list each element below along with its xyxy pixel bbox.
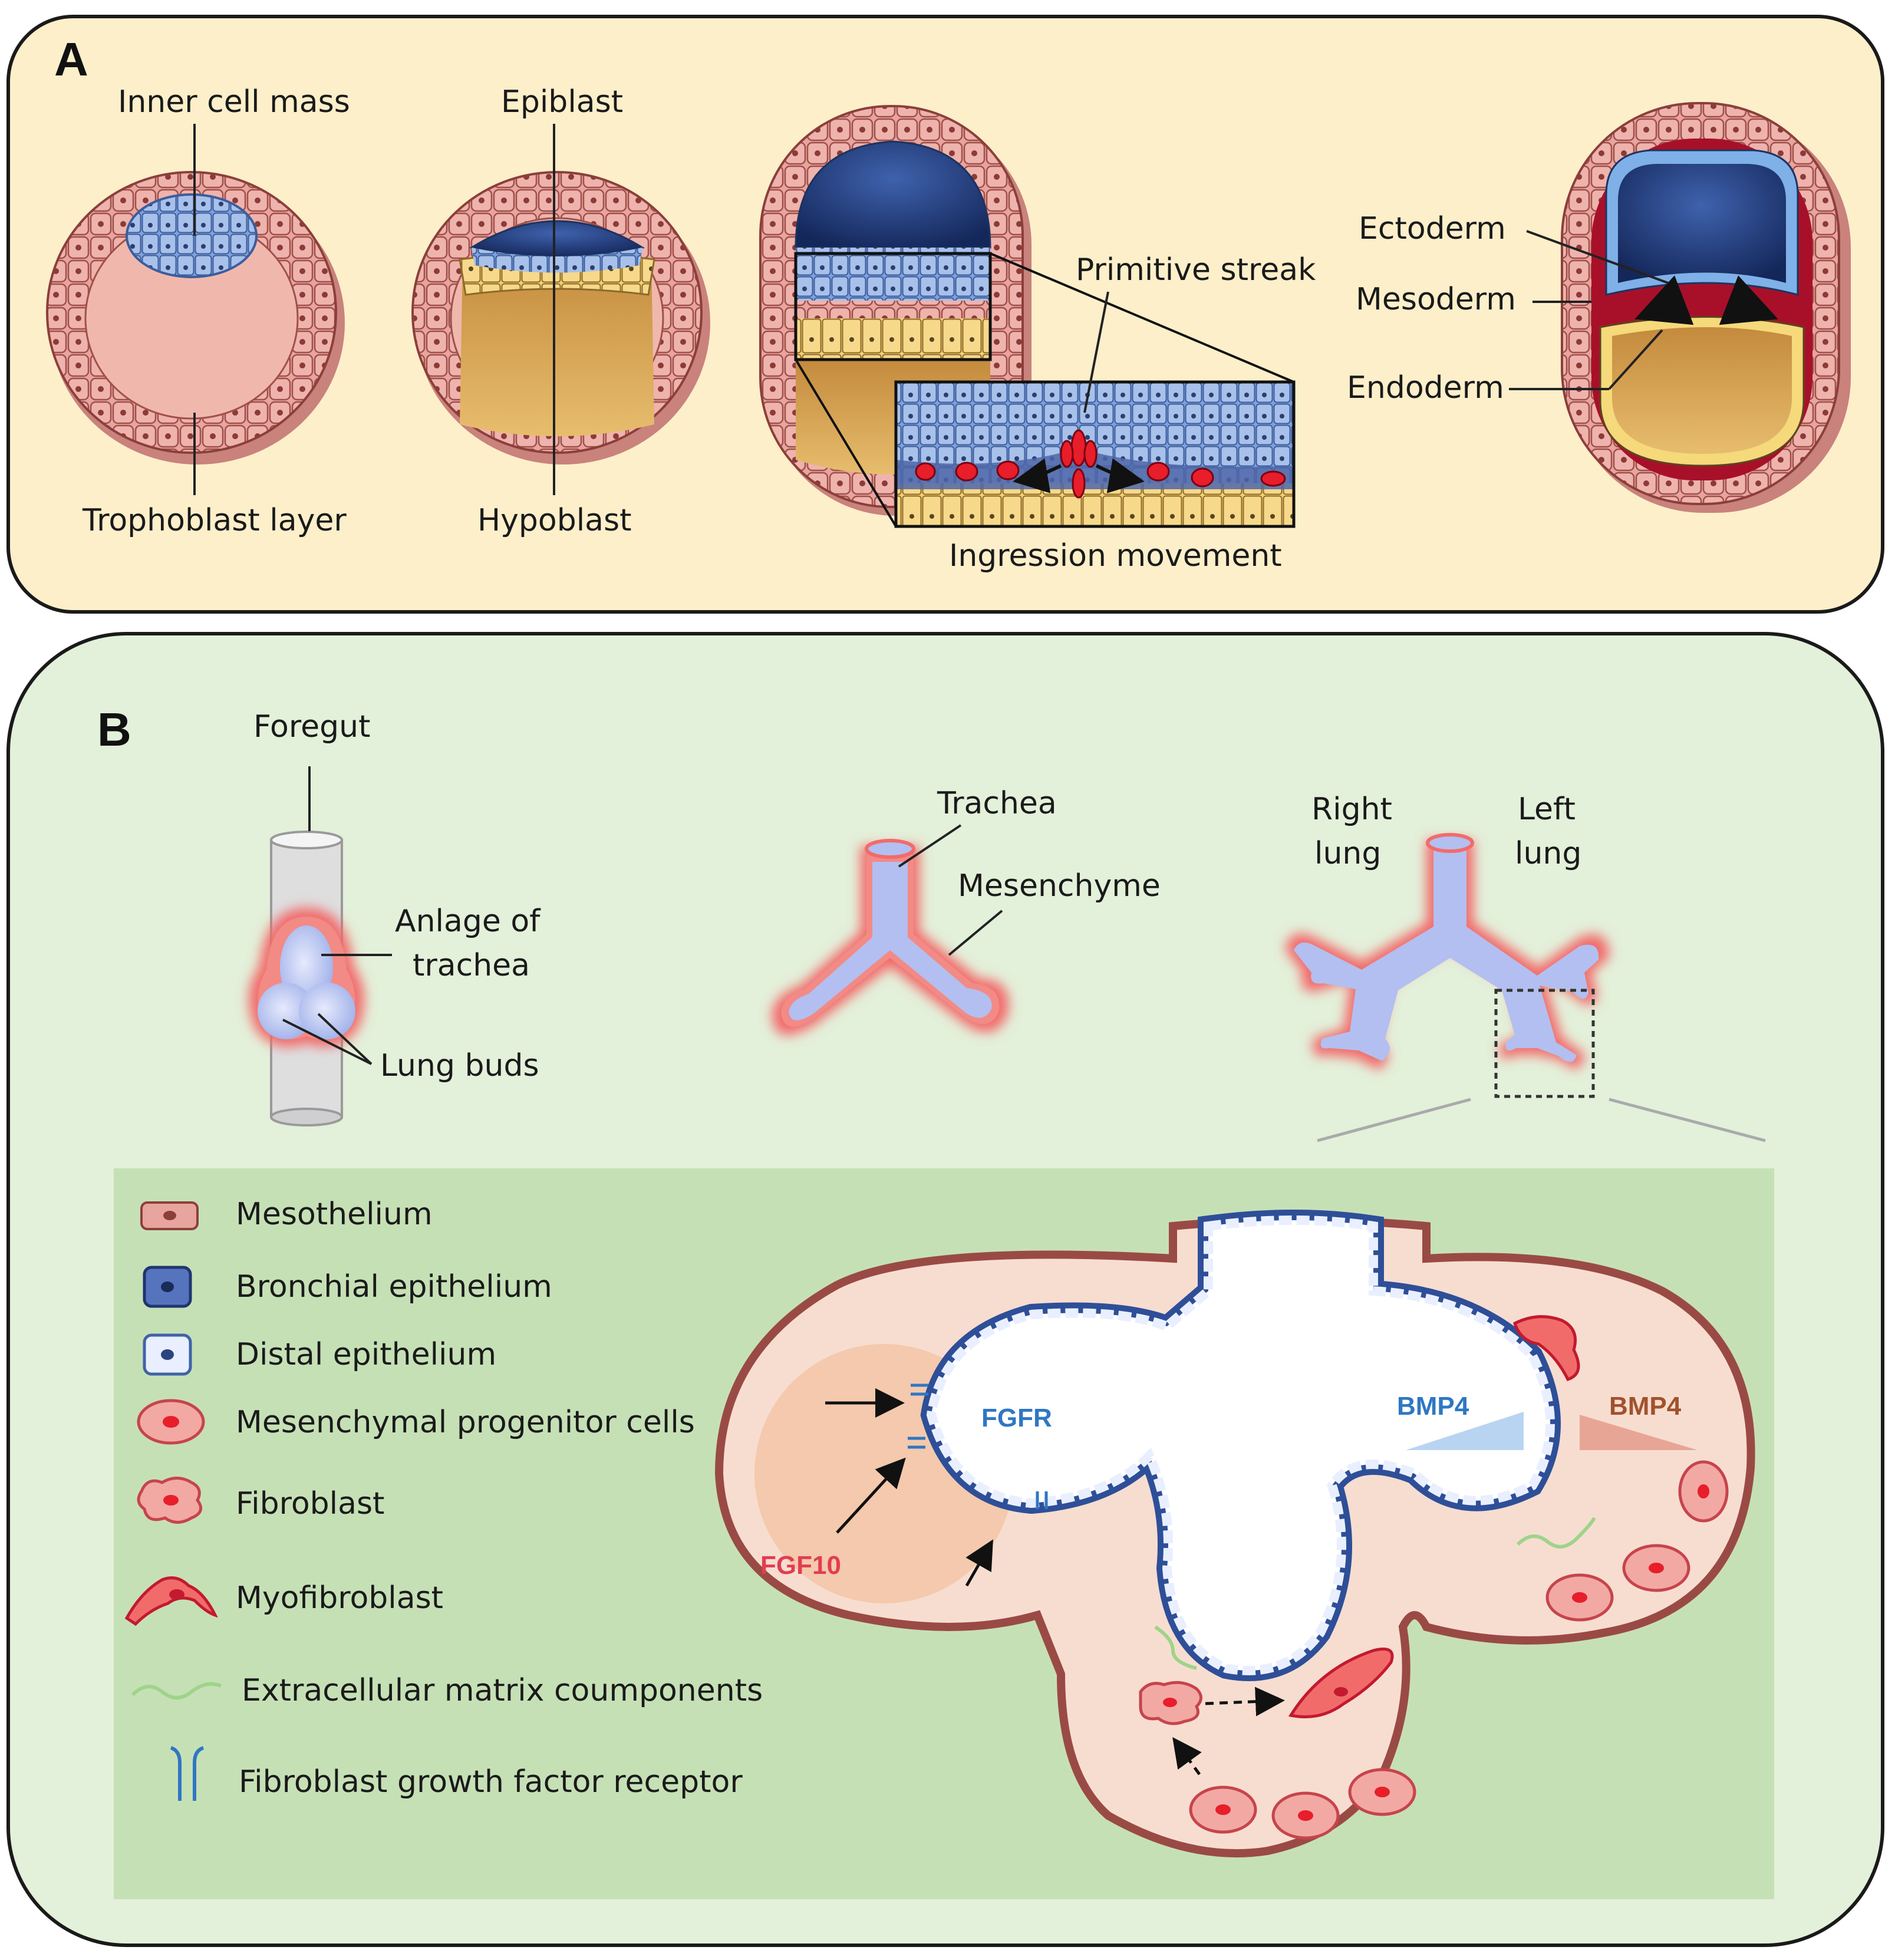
label-primitive-streak: Primitive streak <box>1076 252 1316 288</box>
label-endoderm: Endoderm <box>1347 370 1504 406</box>
gastrula-embryo <box>759 105 1031 516</box>
svg-text:Fibroblast: Fibroblast <box>236 1486 384 1521</box>
legend-item-myofibroblast: Myofibroblast <box>124 1576 443 1626</box>
label-epiblast: Epiblast <box>501 84 623 120</box>
bmp4-epithelial-gradient <box>1406 1412 1524 1450</box>
signal-fgf10: FGF10 <box>760 1551 841 1580</box>
signal-bmp4-epithelial: BMP4 <box>1397 1392 1469 1421</box>
svg-text:Distal epithelium: Distal epithelium <box>236 1337 496 1372</box>
label-inner-cell-mass: Inner cell mass <box>118 84 350 120</box>
legend-item-ecm: Extracellular matrix coumponents <box>131 1673 763 1708</box>
panel-b-letter: B <box>97 703 131 756</box>
label-foregut: Foregut <box>253 709 370 745</box>
label-lung-buds: Lung buds <box>380 1048 539 1083</box>
myofibroblast-cell <box>1288 1648 1394 1718</box>
blastocyst-bilaminar <box>411 171 710 465</box>
epiblast <box>469 220 645 258</box>
bmp4-mesenchymal-gradient <box>1580 1415 1698 1450</box>
label-mesenchyme: Mesenchyme <box>958 868 1161 904</box>
svg-text:Extracellular matrix coumponen: Extracellular matrix coumponents <box>242 1673 763 1708</box>
mesenchymal-cells <box>1189 1460 1729 1840</box>
label-right-lung-line1: Right <box>1311 792 1392 827</box>
label-mesoderm: Mesoderm <box>1356 282 1516 317</box>
primitive-streak-inset <box>894 380 1296 528</box>
label-left-lung-line1: Left <box>1518 792 1576 827</box>
label-anlage-line1: Anlage of <box>395 904 541 939</box>
branched-lung <box>1285 833 1609 1070</box>
svg-text:Mesothelium: Mesothelium <box>236 1197 433 1232</box>
legend: Mesothelium Bronchial epithelium Distal … <box>124 1197 763 1801</box>
label-left-lung-line2: lung <box>1515 836 1581 871</box>
signal-bmp4-mesenchymal: BMP4 <box>1609 1392 1682 1421</box>
legend-item-distal-epithelium: Distal epithelium <box>143 1333 496 1376</box>
legend-item-mesenchymal-progenitor: Mesenchymal progenitor cells <box>137 1399 695 1445</box>
signal-fgfr: FGFR <box>981 1404 1052 1432</box>
label-trachea: Trachea <box>937 786 1057 821</box>
svg-text:Mesenchymal progenitor cells: Mesenchymal progenitor cells <box>236 1405 695 1440</box>
svg-text:Bronchial epithelium: Bronchial epithelium <box>236 1269 552 1305</box>
svg-text:Fibroblast growth factor recep: Fibroblast growth factor receptor <box>239 1764 743 1800</box>
label-trophoblast-layer: Trophoblast layer <box>82 503 347 538</box>
lung-bud-left <box>258 983 314 1039</box>
legend-item-mesothelium: Mesothelium <box>140 1197 433 1232</box>
label-right-lung-line2: lung <box>1314 836 1381 871</box>
panel-a: A Inner cell mass Trophoblast layer Epib… <box>6 15 1884 614</box>
label-hypoblast: Hypoblast <box>477 503 632 538</box>
legend-item-fgfr: Fibroblast growth factor receptor <box>170 1746 743 1801</box>
svg-text:Myofibroblast: Myofibroblast <box>236 1580 443 1616</box>
legend-item-fibroblast: Fibroblast <box>137 1477 384 1524</box>
legend-item-bronchial-epithelium: Bronchial epithelium <box>143 1266 552 1308</box>
blastocyst-icm <box>46 171 345 465</box>
trachea-stage <box>772 839 1009 1035</box>
lung-bud-detail <box>714 1210 1755 1857</box>
zoom-region-box <box>1494 989 1595 1098</box>
label-anlage-line2: trachea <box>413 948 530 983</box>
panel-b: B Foregut Anlage of trachea Lung buds Tr… <box>6 632 1884 1947</box>
fgfr-receptors <box>908 1383 1048 1509</box>
foregut-tube <box>249 831 364 1126</box>
lung-bud-right <box>299 983 355 1039</box>
inner-cell-mass <box>126 193 258 278</box>
label-ectoderm: Ectoderm <box>1359 211 1506 246</box>
trilaminar-embryo <box>1561 102 1851 513</box>
panel-a-letter: A <box>54 33 88 85</box>
label-ingression-movement: Ingression movement <box>949 538 1282 574</box>
